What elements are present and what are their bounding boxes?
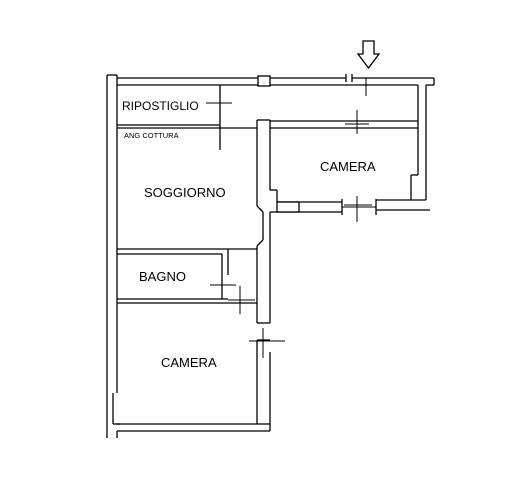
room-label-bagno: BAGNO <box>139 269 186 284</box>
top-exterior-wall <box>117 74 435 87</box>
entrance-arrow-icon <box>356 40 381 70</box>
central-wall <box>256 119 277 425</box>
interior-walls <box>117 85 257 304</box>
room-label-soggiorno: SOGGIORNO <box>144 185 226 200</box>
left-exterior-wall <box>106 74 120 438</box>
room-label-camera-bottom: CAMERA <box>161 355 217 370</box>
right-exterior-wall <box>410 84 434 200</box>
camera-top-bottom-wall <box>276 199 430 215</box>
room-label-camera-top: CAMERA <box>320 159 376 174</box>
room-label-ripostiglio: RIPOSTIGLIO <box>122 99 199 113</box>
room-label-ang-cottura: ANG COTTURA <box>124 131 179 140</box>
door-marks <box>206 78 372 358</box>
bottom-wall <box>116 423 271 438</box>
corridor-wall <box>269 120 418 202</box>
